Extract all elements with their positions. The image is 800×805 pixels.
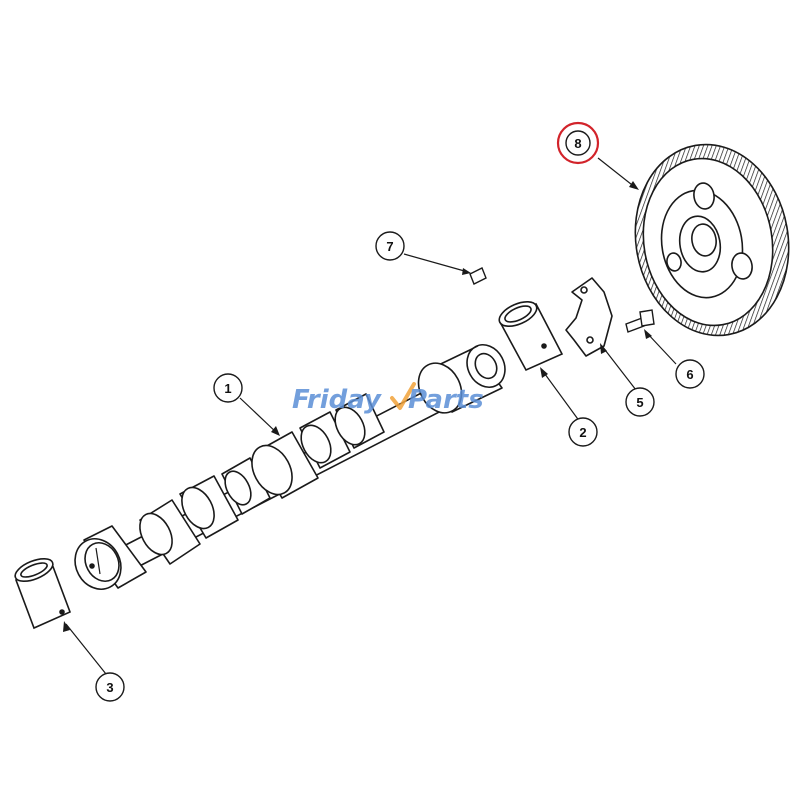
callout-2-label: 2: [579, 425, 586, 440]
callout-7-label: 7: [386, 239, 393, 254]
callout-6: 6: [675, 359, 705, 389]
leader-arrowheads: [63, 181, 652, 632]
callout-8-highlight-ring: [556, 121, 600, 165]
rear-bushing: [14, 557, 72, 630]
callout-1-label: 1: [224, 381, 231, 396]
leader-7: [403, 253, 469, 273]
leader-8: [597, 157, 637, 189]
key: [469, 267, 487, 285]
camshaft: [74, 344, 506, 590]
bolt: [625, 309, 655, 333]
svg-text:Parts: Parts: [408, 385, 484, 415]
callout-5: 5: [625, 387, 655, 417]
watermark-logo: Friday Parts: [292, 382, 484, 415]
leader-5: [601, 345, 637, 391]
callout-6-label: 6: [686, 367, 693, 382]
leader-6: [645, 331, 677, 365]
svg-text:Friday: Friday: [292, 385, 382, 415]
callout-1: 1: [213, 373, 243, 403]
callout-3: 3: [95, 672, 125, 702]
leader-3: [65, 623, 107, 675]
watermark-check-icon: [390, 382, 416, 410]
front-bushing: [498, 300, 564, 372]
leader-lines: [65, 157, 677, 675]
callout-7: 7: [375, 231, 405, 261]
callout-8-label: 8: [574, 136, 581, 151]
thrust-plate: [565, 277, 613, 357]
callout-3-label: 3: [106, 680, 113, 695]
camshaft-gear: [634, 143, 790, 337]
callout-2: 2: [568, 417, 598, 447]
leader-2: [541, 369, 581, 423]
callout-8: 8: [556, 121, 600, 165]
callout-5-label: 5: [636, 395, 643, 410]
leader-1: [239, 397, 279, 435]
